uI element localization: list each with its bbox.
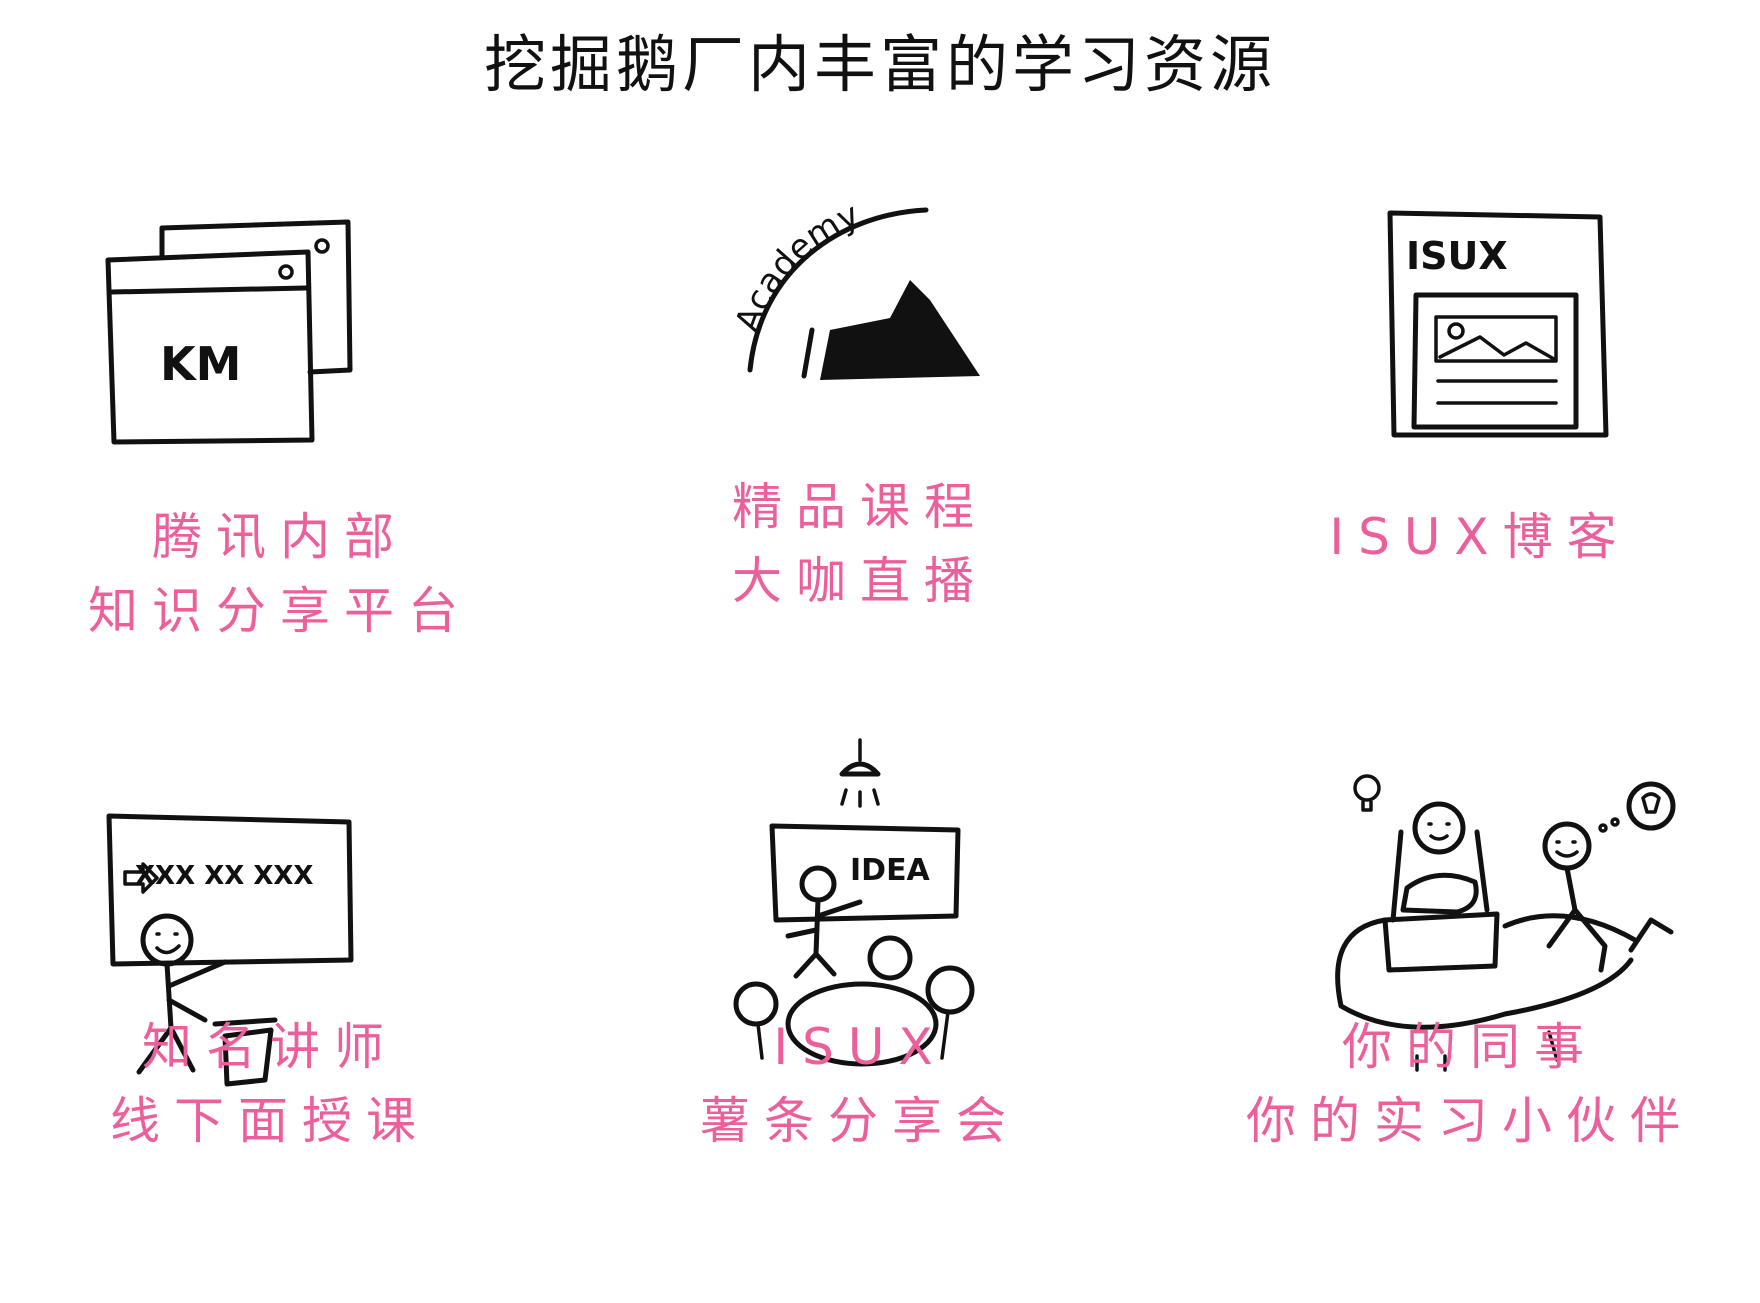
resource-km: KM 腾讯内部 知识分享平台 xyxy=(0,0,560,650)
resource-km-line1: 腾讯内部 xyxy=(152,508,408,566)
resource-colleagues: 你的同事 你的实习小伙伴 xyxy=(1200,650,1760,1303)
page-title: 挖掘鹅厂内丰富的学习资源 xyxy=(483,28,1276,101)
resource-lecturer-label: 知名讲师 线下面授课 xyxy=(0,1010,550,1158)
lecturer-icon: XXX XX XXX xyxy=(106,813,354,1087)
isux-blog-icon: ISUX xyxy=(1387,210,1609,438)
resource-km-line2: 知识分享平台 xyxy=(88,582,472,640)
resource-isux-blog-label: ISUX博客 xyxy=(1200,500,1760,574)
isux-blog-text: ISUX xyxy=(1406,234,1508,278)
colleagues-icon xyxy=(1335,774,1676,1072)
resource-idea-meeting-label: ISUX 薯条分享会 xyxy=(580,1010,1140,1158)
academy-text: Academy xyxy=(728,195,866,337)
resource-lecturer-line1: 知名讲师 xyxy=(142,1018,398,1076)
resource-idea-meeting: IDEA ISUX 薯条分享会 xyxy=(580,650,1140,1303)
resource-colleagues-line2: 你的实习小伙伴 xyxy=(1246,1092,1694,1150)
resource-lecturer: XXX XX XXX 知名讲师 线下面授课 xyxy=(0,650,560,1303)
resource-idea-meeting-line1: ISUX xyxy=(773,1018,947,1076)
resource-academy: Academy 精品课程 大咖直播 xyxy=(580,0,1140,650)
idea-text: IDEA xyxy=(850,853,931,888)
resource-isux-blog-line1: ISUX博客 xyxy=(1329,508,1631,566)
lecturer-board-text: XXX XX XXX xyxy=(135,861,313,891)
resource-academy-line1: 精品课程 xyxy=(732,478,988,536)
resource-km-label: 腾讯内部 知识分享平台 xyxy=(0,500,560,648)
km-window-icon: KM xyxy=(105,219,353,445)
km-text: KM xyxy=(160,337,241,391)
resource-lecturer-line2: 线下面授课 xyxy=(110,1092,430,1150)
resource-idea-meeting-line2: 薯条分享会 xyxy=(700,1092,1020,1150)
academy-icon: Academy xyxy=(728,195,980,380)
resource-academy-label: 精品课程 大咖直播 xyxy=(580,470,1140,618)
svg-text:Academy: Academy xyxy=(728,195,866,337)
resource-isux-blog: ISUX ISUX博客 xyxy=(1200,0,1760,650)
resource-colleagues-label: 你的同事 你的实习小伙伴 xyxy=(1190,1010,1750,1158)
resource-colleagues-line1: 你的同事 xyxy=(1342,1018,1598,1076)
resource-academy-line2: 大咖直播 xyxy=(732,552,988,610)
idea-meeting-icon: IDEA xyxy=(733,738,975,1067)
